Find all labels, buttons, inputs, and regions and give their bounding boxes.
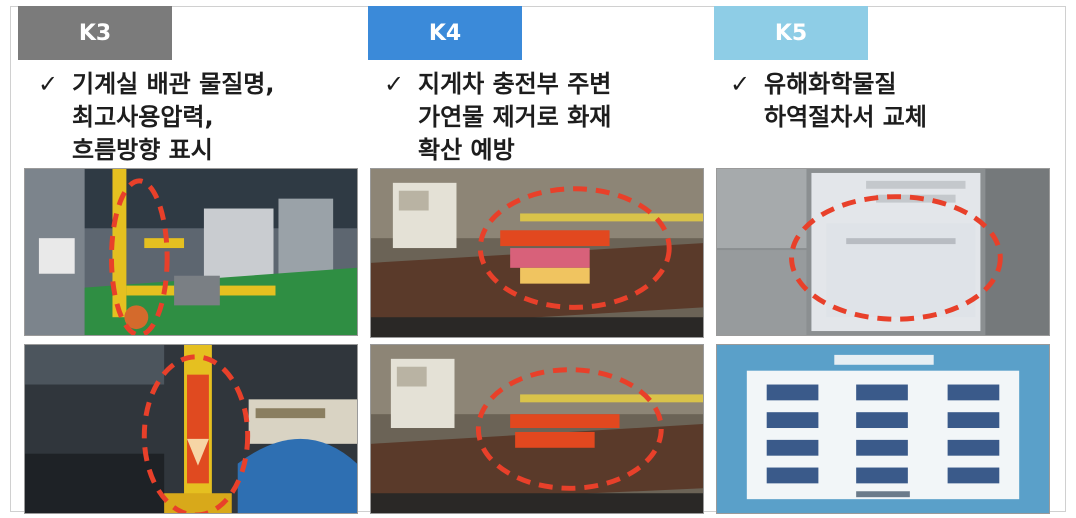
caption-line: 유해화학물질 <box>764 70 897 98</box>
caption-line: 흐름방향 표시 <box>72 136 213 164</box>
caption-k5: ✓ 유해화학물질 하역절차서 교체 <box>730 68 1052 134</box>
caption-line: 최고사용압력, <box>72 103 214 131</box>
caption-k4: ✓ 지게차 충전부 주변 가연물 제거로 화재 확산 예방 <box>384 68 706 167</box>
caption-line: 기계실 배관 물질명, <box>72 70 275 98</box>
panel-tag-k5: K5 <box>714 6 868 60</box>
caption-line: 지게차 충전부 주변 <box>418 70 612 98</box>
panel-k5: K5 ✓ 유해화학물질 하역절차서 교체 <box>710 6 1056 514</box>
caption-k3: ✓ 기계실 배관 물질명, 최고사용압력, 흐름방향 표시 <box>38 68 360 167</box>
photo-machine-room-piping <box>24 168 358 336</box>
caption-line: 하역절차서 교체 <box>764 103 927 131</box>
panel-k3: K3 ✓ 기계실 배관 물질명, 최고사용압력, 흐름방향 표시 <box>18 6 364 514</box>
caption-line: 확산 예방 <box>418 136 515 164</box>
check-icon: ✓ <box>38 70 59 98</box>
photo-forklift-charger-before <box>370 168 704 338</box>
photo-pipe-flow-direction <box>24 344 358 514</box>
panel-tag-k3: K3 <box>18 6 172 60</box>
panel-tag-k4: K4 <box>368 6 522 60</box>
photo-procedure-sign-new <box>716 344 1050 514</box>
photo-forklift-charger-after <box>370 344 704 514</box>
caption-line: 가연물 제거로 화재 <box>418 103 612 131</box>
check-icon: ✓ <box>730 70 751 98</box>
photo-procedure-sign-old <box>716 168 1050 336</box>
panel-k4: K4 ✓ 지게차 충전부 주변 가연물 제거로 화재 확산 예방 <box>364 6 710 514</box>
check-icon: ✓ <box>384 70 405 98</box>
